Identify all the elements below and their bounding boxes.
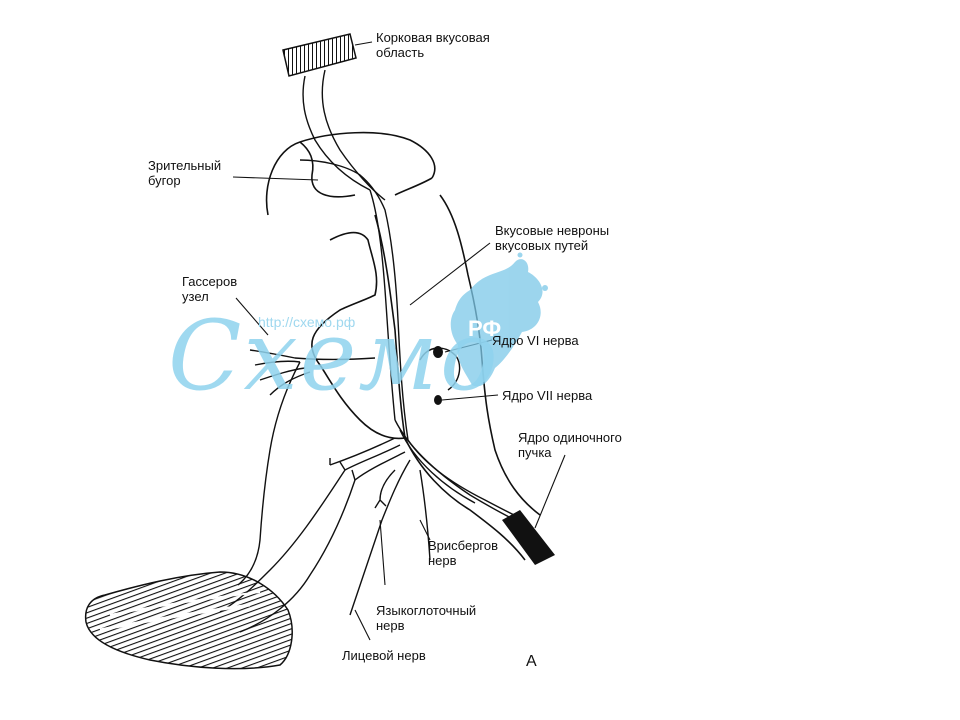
watermark-url: http://схемо.рф: [258, 314, 356, 330]
taste-fibres: [299, 69, 521, 521]
label-facial-nerve: Лицевой нерв: [342, 648, 426, 663]
label-glossopharyngeal-nerve: Языкоглоточный нерв: [376, 603, 477, 633]
label-taste-neurons: Вкусовые невроны вкусовых путей: [495, 223, 610, 253]
label-nucleus-vi: Ядро VI нерва: [492, 333, 579, 348]
label-thalamus: Зрительный бугор: [148, 158, 222, 188]
label-wrisberg-nerve: Врисбергов нерв: [428, 538, 499, 568]
nuclei: [419, 346, 555, 565]
gasserian-ganglion-branches: [237, 349, 376, 586]
watermark-badge: РФ: [468, 316, 502, 341]
label-cortical-taste-area: Корковая вкусовая область: [376, 30, 490, 60]
cortical-taste-area-shape: [282, 33, 357, 77]
label-nucleus-vii: Ядро VII нерва: [502, 388, 593, 403]
watermark-logo: Схемо: [168, 300, 500, 412]
watermark-splash: [450, 252, 548, 387]
label-solitary-nucleus: Ядро одиночного пучка: [518, 430, 622, 460]
tongue-shape: [84, 571, 293, 670]
panel-letter: А: [526, 653, 537, 670]
label-gasserian-ganglion: Гассеров узел: [182, 274, 238, 304]
